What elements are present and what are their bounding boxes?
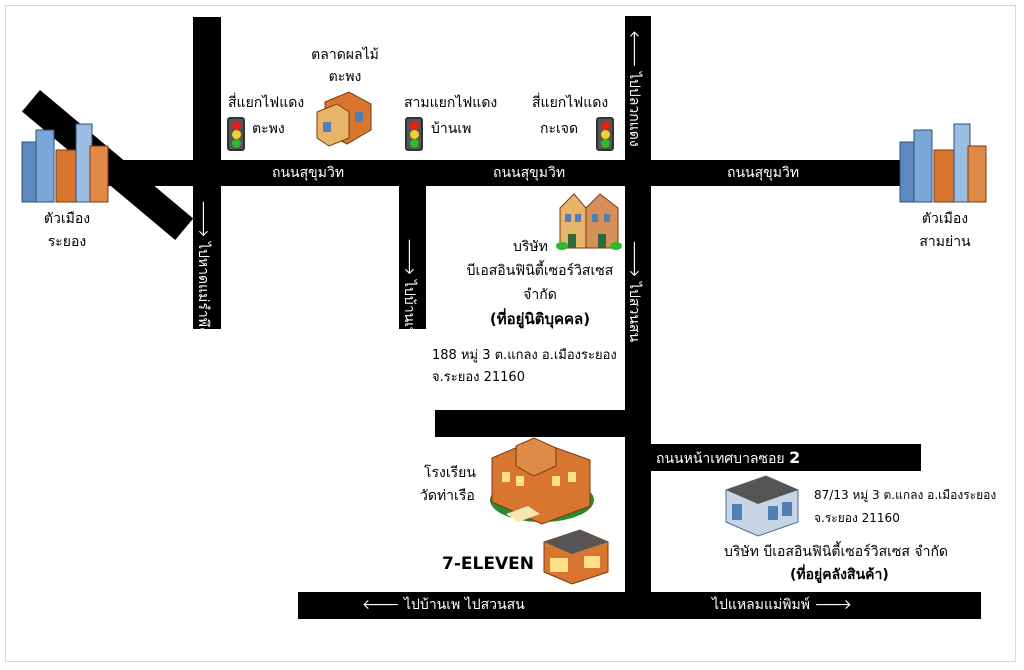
sam-yan-label-2: สามย่าน <box>919 234 971 250</box>
road-bottom <box>298 592 981 619</box>
school-label-2: วัดท่าเรือ <box>420 488 475 504</box>
sam-yan-label-1: ตัวเมือง <box>921 211 969 227</box>
rayong-city-label-1: ตัวเมือง <box>43 211 91 227</box>
rayong-city-label-2: ระยอง <box>47 234 87 250</box>
company-warehouse-name: บริษัท บีเอสอินฟินิตี้เซอร์วิสเซส จำกัด <box>724 544 949 560</box>
warehouse-building-icon <box>725 475 799 537</box>
bottom-right-label: ไปแหลมแม่พิมพ์ 🡒 <box>712 597 852 613</box>
company-hq-address-2: จ.ระยอง 21160 <box>432 370 525 385</box>
company-hq-address-1: 188 หมู่ 3 ต.แกลง อ.เมืองระยอง <box>432 348 617 363</box>
junction-banphe-label-2: บ้านเพ <box>431 121 472 137</box>
junction-kachet-label-2: กะเจด <box>540 121 579 137</box>
city-skyline-icon <box>21 123 109 203</box>
junction-taphong-label-1: สี่แยกไฟแดง <box>228 95 305 111</box>
traffic-light-icon <box>405 117 423 151</box>
company-hq-name-1: บริษัท <box>513 239 548 255</box>
sukhumvit-label-2: ถนนสุขุมวิท <box>493 165 566 181</box>
arrow-icon: 🡒 <box>401 238 417 276</box>
company-warehouse-address-1: 87/13 หมู่ 3 ต.แกลง อ.เมืองระยอง <box>814 488 997 502</box>
road-municipal-soi2 <box>651 444 921 471</box>
map-frame <box>5 5 1016 662</box>
to-hat-mae-ramphueng-label: 🡒 ไปหาดแม่รำพึง <box>195 200 211 334</box>
company-hq-name-3: จำกัด <box>523 287 557 303</box>
sukhumvit-label-3: ถนนสุขุมวิท <box>727 165 800 181</box>
arrow-right-icon: 🡒 <box>814 597 852 613</box>
company-warehouse-type: (ที่อยู่คลังสินค้า) <box>790 567 889 583</box>
to-pluak-daeng-label: 🡐 ไปปลวกแดง <box>626 30 642 147</box>
junction-kachet-label-1: สี่แยกไฟแดง <box>532 95 609 111</box>
company-warehouse-address-2: จ.ระยอง 21160 <box>814 511 900 525</box>
arrow-left-icon: 🡐 <box>362 597 400 613</box>
traffic-light-icon <box>596 117 614 151</box>
traffic-light-icon <box>227 117 245 151</box>
road-sukhumvit <box>95 160 905 186</box>
arrow-icon: 🡐 <box>626 30 642 68</box>
junction-taphong-label-2: ตะพง <box>252 121 285 137</box>
school-building-icon <box>490 437 594 525</box>
seven-eleven-label: 7-ELEVEN <box>442 554 534 574</box>
to-ban-phe-label: 🡒 ไปบ้านเพ <box>401 238 417 337</box>
company-hq-type: (ที่อยู่นิติบุคคล) <box>489 310 591 328</box>
market-label-2: ตะพง <box>328 69 362 85</box>
road-to-suan-son <box>625 16 651 616</box>
townhouse-icon <box>556 193 622 250</box>
sukhumvit-label-1: ถนนสุขุมวิท <box>272 165 345 181</box>
store-building-icon <box>543 529 609 585</box>
municipal-soi2-label: ถนนหน้าเทศบาลซอย 2 <box>656 448 801 467</box>
school-label-1: โรงเรียน <box>424 465 476 481</box>
market-label-1: ตลาดผลไม้ <box>311 47 379 63</box>
company-hq-name-2: บีเอสอินฟินิตี้เซอร์วิสเซส <box>466 263 614 279</box>
junction-banphe-label-1: สามแยกไฟแดง <box>404 95 498 111</box>
arrow-icon: 🡒 <box>195 200 211 238</box>
bottom-left-label: 🡐 ไปบ้านเพ ไปสวนสน <box>362 597 525 613</box>
road-to-ban-phe <box>399 186 426 329</box>
road-to-hat-mae-ramphueng <box>193 17 221 329</box>
road-left-stub <box>435 410 630 437</box>
market-building-icon <box>316 91 372 147</box>
city-skyline-icon <box>899 123 987 203</box>
